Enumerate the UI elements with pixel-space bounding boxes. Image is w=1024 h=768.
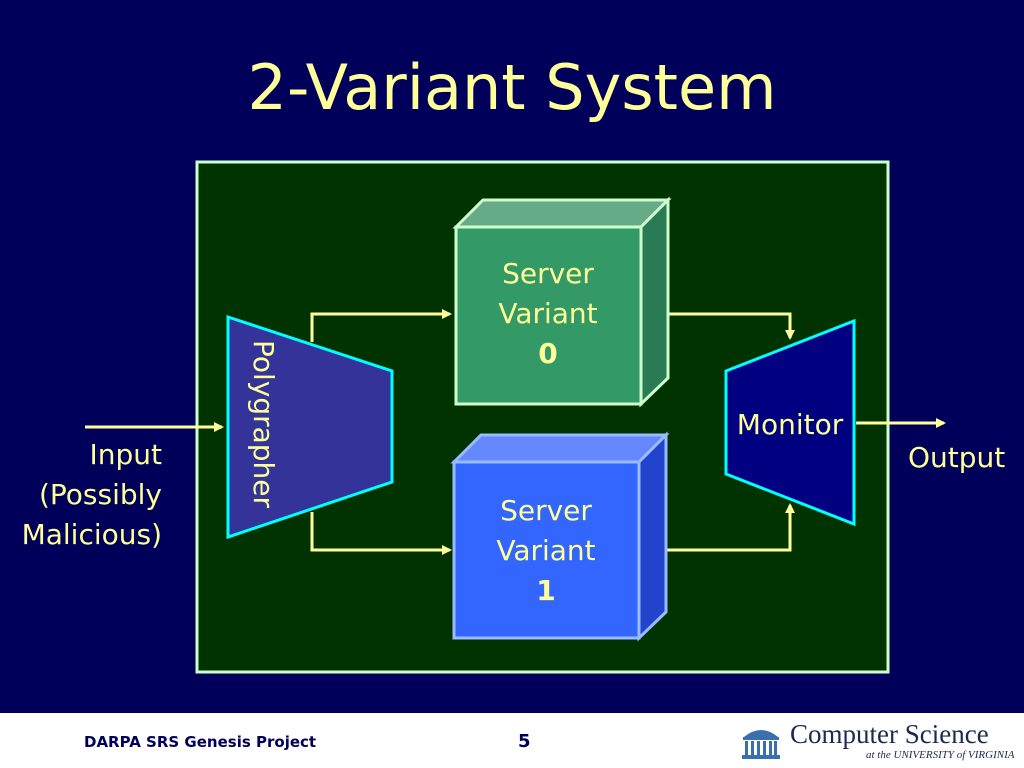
footer-project: DARPA SRS Genesis Project xyxy=(84,733,317,751)
output-label: Output xyxy=(908,441,1006,474)
server-variant-1-label: Server Variant 1 xyxy=(454,491,638,611)
polygrapher-label: Polygrapher xyxy=(247,339,280,509)
input-label-line3: Malicious) xyxy=(21,518,162,551)
uva-cs-logo: Computer Science at the UNIVERSITY of VI… xyxy=(740,719,1020,765)
sv1-line2: Variant xyxy=(496,534,596,567)
logo-main-text: Computer Science xyxy=(790,719,989,749)
sv0-line1: Server xyxy=(502,257,594,290)
sv0-number: 0 xyxy=(538,337,558,370)
page-number: 5 xyxy=(518,731,531,752)
arrow-poly-to-sv0 xyxy=(310,309,452,342)
input-label: Input (Possibly Malicious) xyxy=(22,435,162,555)
server-variant-1-box xyxy=(450,431,670,642)
polygrapher-shape xyxy=(226,314,394,540)
monitor-label: Monitor xyxy=(736,408,844,441)
sv1-line1: Server xyxy=(500,494,592,527)
logo-sub-text: at the UNIVERSITY of VIRGINIA xyxy=(866,749,1015,761)
connection-arrows xyxy=(85,309,946,555)
sv1-number: 1 xyxy=(536,574,556,607)
system-diagram xyxy=(85,160,946,674)
server-variant-0-box xyxy=(452,196,672,408)
arrow-sv0-to-monitor xyxy=(642,312,795,340)
sv0-line2: Variant xyxy=(498,297,598,330)
slide: 2-Variant System xyxy=(0,0,1024,713)
input-label-line1: Input xyxy=(89,438,162,471)
footer: DARPA SRS Genesis Project 5 Computer Sci… xyxy=(0,713,1024,768)
rotunda-icon xyxy=(742,730,780,759)
slide-title: 2-Variant System xyxy=(247,51,777,124)
monitor-shape xyxy=(724,318,856,527)
arrow-poly-to-sv1 xyxy=(310,512,452,555)
server-variant-0-label: Server Variant 0 xyxy=(456,254,640,374)
arrow-sv1-to-monitor xyxy=(640,503,795,552)
input-label-line2: (Possibly xyxy=(38,478,162,511)
